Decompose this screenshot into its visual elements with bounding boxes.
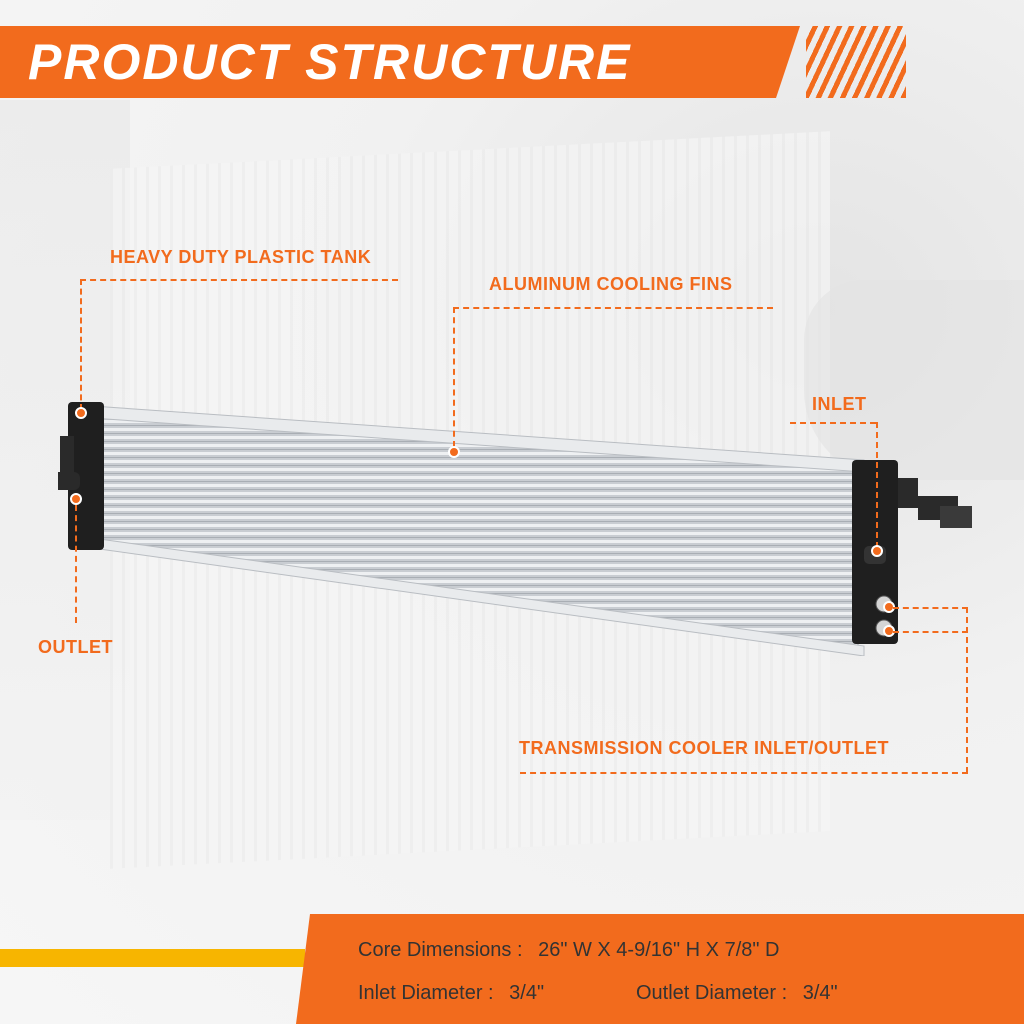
background-hand-shape [804, 280, 1024, 480]
header-banner [0, 26, 800, 98]
trans-leader-mid [893, 631, 968, 633]
yellow-accent-bar [0, 949, 305, 967]
fins-marker [448, 446, 460, 458]
spec-core-label: Core Dimensions : [358, 939, 523, 961]
spec-outlet-label: Outlet Diameter : [636, 982, 788, 1004]
trans-leader-bottom [520, 772, 968, 774]
spec-outlet-value: 3/4" [802, 982, 838, 1004]
outlet-leader-vertical [75, 505, 77, 623]
spec-inlet-diameter: Inlet Diameter : 3/4" [358, 982, 554, 1005]
inlet-leader-vertical [876, 422, 878, 548]
tank-leader-horizontal [80, 279, 398, 281]
label-cooling-fins: ALUMINUM COOLING FINS [489, 274, 733, 294]
spec-inlet-label: Inlet Diameter : [358, 982, 494, 1004]
trans-leader-vertical [966, 607, 968, 773]
spec-outlet-diameter: Outlet Diameter : 3/4" [636, 982, 848, 1005]
label-inlet: INLET [812, 394, 867, 414]
label-outlet: OUTLET [38, 637, 113, 657]
spec-inlet-value: 3/4" [509, 982, 545, 1004]
banner-stripes [806, 26, 906, 98]
page-title: PRODUCT STRUCTURE [28, 34, 632, 90]
trans-leader-top [893, 607, 968, 609]
label-plastic-tank: HEAVY DUTY PLASTIC TANK [110, 247, 372, 267]
fins-leader-vertical [453, 307, 455, 447]
spec-core-value: 26" W X 4-9/16" H X 7/8" D [538, 939, 780, 961]
tank-marker [75, 407, 87, 419]
spec-panel [296, 914, 1024, 1024]
outlet-marker [70, 493, 82, 505]
label-transmission-cooler: TRANSMISSION COOLER INLET/OUTLET [519, 738, 889, 758]
radiator-image [58, 402, 972, 656]
tank-leader-vertical [80, 279, 82, 410]
fins-leader-horizontal [453, 307, 773, 309]
inlet-marker [871, 545, 883, 557]
inlet-leader-horizontal [790, 422, 876, 424]
spec-core-dimensions: Core Dimensions : 26" W X 4-9/16" H X 7/… [358, 939, 789, 962]
